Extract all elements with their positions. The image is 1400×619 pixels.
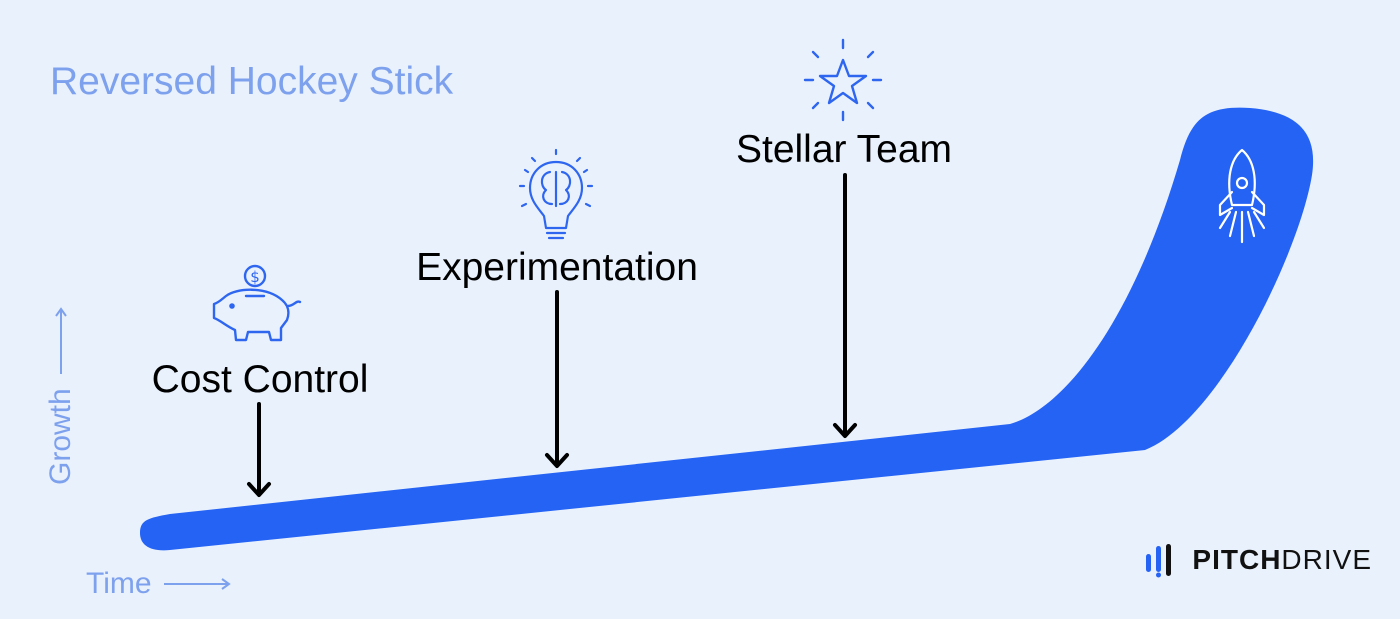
brand-name-bold: PITCH [1192, 544, 1282, 575]
brand-logo: PITCHDRIVE [1144, 542, 1372, 578]
x-axis-text: Time [86, 567, 152, 600]
y-axis-arrow-icon [55, 307, 67, 375]
y-axis-text: Growth [44, 388, 77, 485]
diagram-title: Reversed Hockey Stick [50, 60, 454, 103]
arrow-stellar-team [833, 173, 857, 438]
x-axis-arrow-icon [163, 578, 231, 590]
stage-label-cost-control: Cost Control [151, 358, 369, 401]
y-axis-label: Growth [44, 304, 78, 485]
piggy-bank-icon: $ [212, 264, 302, 342]
brand-bars-icon [1146, 544, 1172, 578]
arrow-experimentation [545, 290, 569, 468]
stage-label-experimentation: Experimentation [416, 246, 698, 289]
hockey-stick [140, 107, 1314, 551]
star-icon [803, 38, 883, 122]
svg-text:$: $ [250, 268, 260, 286]
rocket-icon [1218, 148, 1266, 244]
brand-name-light: DRIVE [1281, 544, 1372, 575]
lightbulb-brain-icon [518, 148, 594, 240]
stage-label-stellar-team: Stellar Team [735, 128, 953, 171]
x-axis-label: Time [86, 567, 234, 601]
arrow-cost-control [247, 402, 271, 497]
